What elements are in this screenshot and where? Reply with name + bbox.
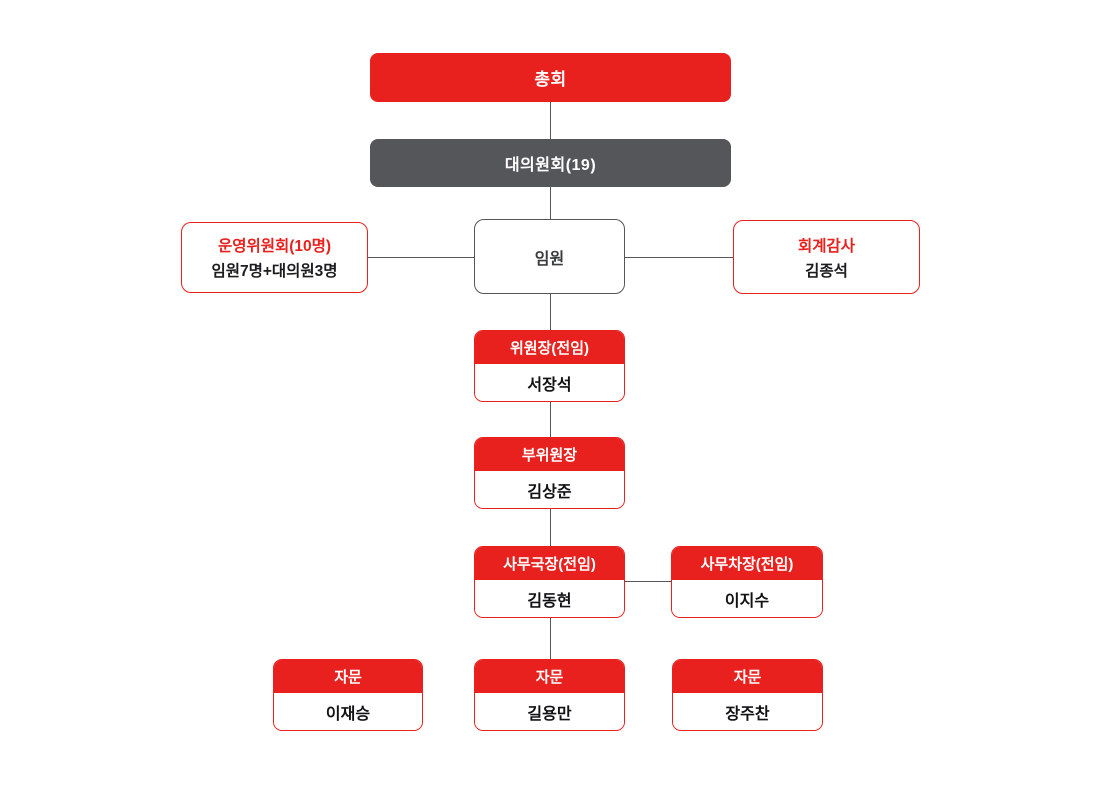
connector-assembly-delegates <box>550 102 551 139</box>
connector-secretary-advisor <box>550 618 551 659</box>
steering-committee-title: 운영위원회(10명) <box>217 238 332 255</box>
officers-label: 임원 <box>534 250 565 268</box>
audit-box: 회계감사 김종석 <box>733 220 920 294</box>
chairman-title: 위원장(전임) <box>475 331 624 364</box>
connector-delegates-officers <box>550 187 551 219</box>
secretary-general-name: 김동현 <box>475 580 624 617</box>
chairman-name: 서장석 <box>475 364 624 401</box>
advisor-2-title: 자문 <box>475 660 624 693</box>
vice-chairman-card: 부위원장 김상준 <box>474 437 625 509</box>
steering-committee-box: 운영위원회(10명) 임원7명+대의원3명 <box>181 222 368 293</box>
advisor-card-2: 자문 길용만 <box>474 659 625 731</box>
connector-vicechairman-secretary <box>550 509 551 546</box>
connector-officers-chairman <box>550 294 551 330</box>
connector-steering-officers <box>368 257 474 258</box>
chairman-card: 위원장(전임) 서장석 <box>474 330 625 402</box>
assembly-label: 총회 <box>534 70 567 89</box>
connector-secretary-deputy <box>625 581 671 582</box>
delegates-box: 대의원회(19) <box>370 139 731 187</box>
advisor-card-3: 자문 장주찬 <box>672 659 823 731</box>
vice-chairman-name: 김상준 <box>475 471 624 508</box>
delegates-label: 대의원회(19) <box>504 157 597 174</box>
assembly-box: 총회 <box>370 53 731 102</box>
advisor-2-name: 길용만 <box>475 693 624 730</box>
audit-name: 김종석 <box>805 262 848 280</box>
deputy-secretary-title: 사무차장(전임) <box>672 547 822 580</box>
deputy-secretary-name: 이지수 <box>672 580 822 617</box>
vice-chairman-title: 부위원장 <box>475 438 624 471</box>
advisor-3-name: 장주찬 <box>673 693 822 730</box>
secretary-general-title: 사무국장(전임) <box>475 547 624 580</box>
connector-officers-audit <box>625 257 733 258</box>
secretary-general-card: 사무국장(전임) 김동현 <box>474 546 625 618</box>
advisor-1-name: 이재승 <box>274 693 422 730</box>
advisor-3-title: 자문 <box>673 660 822 693</box>
advisor-card-1: 자문 이재승 <box>273 659 423 731</box>
advisor-1-title: 자문 <box>274 660 422 693</box>
deputy-secretary-card: 사무차장(전임) 이지수 <box>671 546 823 618</box>
audit-title: 회계감사 <box>797 237 856 255</box>
steering-committee-subtitle: 임원7명+대의원3명 <box>211 263 338 280</box>
officers-box: 임원 <box>474 219 625 294</box>
connector-chairman-vicechairman <box>550 402 551 437</box>
